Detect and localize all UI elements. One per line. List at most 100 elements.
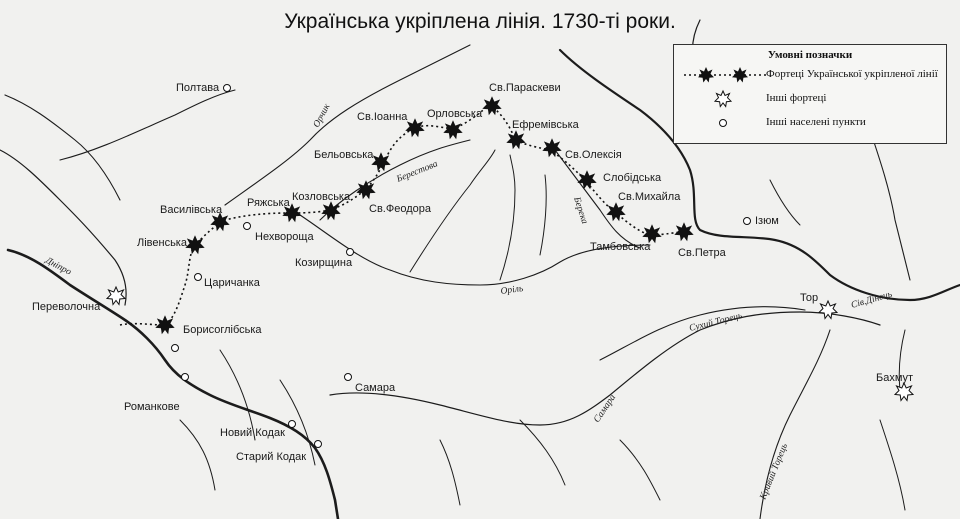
legend-row-other-fortresses: Інші фортеці xyxy=(674,89,946,109)
label-samara: Самара xyxy=(355,382,396,394)
fortress-efremivska-icon[interactable] xyxy=(506,130,526,149)
label-kozyrshchyna: Козирщина xyxy=(295,257,353,269)
label-slobidska: Слобідська xyxy=(603,172,662,184)
settlement-borysohlibsk-area-icon xyxy=(171,344,179,352)
fortress-livenska-icon[interactable] xyxy=(185,235,205,254)
label-vasylivska: Василівська xyxy=(160,204,223,216)
fortress-slobidska-icon[interactable] xyxy=(577,170,597,189)
label-izium: Ізюм xyxy=(755,215,779,227)
river-label-berestova: Берестова xyxy=(394,159,439,185)
label-belovska: Бельовська xyxy=(314,149,374,161)
settlement-kozyrshchyna-icon[interactable] xyxy=(346,248,354,256)
label-kozlovska: Козловська xyxy=(292,191,351,203)
map-title: Українська укріплена лінія. 1730-ті роки… xyxy=(284,10,676,33)
river-right-top xyxy=(869,129,911,281)
fortress-sv-feodora-icon[interactable] xyxy=(356,180,376,199)
river-oril-branch3 xyxy=(539,174,547,256)
river-label-kryvyi-torets: Кривий Торець xyxy=(757,441,790,502)
river-label-siv-donets: Сів.Дінець xyxy=(850,289,894,310)
river-lower-mid xyxy=(439,439,461,506)
river-bereka xyxy=(554,149,641,249)
label-poltava: Полтава xyxy=(176,82,220,94)
settlement-tsarychanka-icon[interactable] xyxy=(194,273,202,281)
settlement-nekhvoroshcha-icon[interactable] xyxy=(243,222,251,230)
label-efremivska: Ефремівська xyxy=(512,119,580,131)
label-borysohlibska: Борисоглібська xyxy=(183,324,262,336)
legend-line-sample xyxy=(684,67,766,83)
label-tsarychanka: Царичанка xyxy=(204,277,261,289)
fortress-borysohlibska-icon[interactable] xyxy=(155,315,175,334)
settlement-izium-icon[interactable] xyxy=(743,217,751,225)
river-right-lower xyxy=(879,419,906,511)
legend-label-other-fortresses: Інші фортеці xyxy=(766,92,827,104)
label-orlovska: Орловська xyxy=(427,108,483,120)
fortress-tor-icon[interactable] xyxy=(818,300,838,319)
river-kryvyi-torets xyxy=(759,329,831,519)
label-livenska: Лівенська xyxy=(137,237,188,249)
river-samara-branch xyxy=(519,419,566,486)
river-berestova xyxy=(319,139,471,221)
label-sv-petra: Св.Петра xyxy=(678,247,727,259)
settlement-staryi-kodak-icon[interactable] xyxy=(314,440,322,448)
fortress-kozlovska-icon[interactable] xyxy=(321,201,341,220)
fortress-belovska-icon[interactable] xyxy=(371,152,391,171)
river-oril xyxy=(299,214,651,286)
label-nekhvoroshcha: Нехвороща xyxy=(255,231,314,243)
label-tor: Тор xyxy=(800,292,818,304)
legend-white-star xyxy=(713,89,733,108)
label-riazhska: Ряжська xyxy=(247,197,291,209)
legend-row-line-fortresses: Фортеці Української укріпленої лінії xyxy=(674,65,946,85)
settlement-samara-icon[interactable] xyxy=(344,373,352,381)
river-label-oril: Оріль xyxy=(500,284,525,297)
label-sv-paraskevy: Св.Параскеви xyxy=(489,82,561,94)
fortress-sv-ioanna-icon[interactable] xyxy=(405,118,425,137)
fortress-sv-mykhaila-icon[interactable] xyxy=(606,202,626,221)
river-label-samara: Самара xyxy=(592,393,618,425)
label-romankove: Романкове xyxy=(124,401,180,413)
legend-label-line-fortresses: Фортеці Української укріпленої лінії xyxy=(766,68,938,80)
legend-circle xyxy=(719,119,727,127)
river-lower-left3 xyxy=(179,419,216,491)
settlement-romankove-icon[interactable] xyxy=(181,373,189,381)
river-to-poltava xyxy=(59,89,236,161)
fortress-sv-paraskevy-icon[interactable] xyxy=(482,96,502,115)
river-siv-donets xyxy=(558,48,960,302)
fortress-tambovska-icon[interactable] xyxy=(642,224,662,243)
label-tambovska: Тамбовська xyxy=(590,241,651,253)
fortress-orlovska-icon[interactable] xyxy=(443,120,463,139)
river-lower-mid2 xyxy=(619,439,661,501)
fortress-sv-oleksiia-icon[interactable] xyxy=(542,138,562,157)
black-star-fortress-icon xyxy=(698,67,714,83)
label-perevolochna: Переволочна xyxy=(32,301,101,313)
legend-label-settlements: Інші населені пункти xyxy=(766,116,866,128)
circle-settlement-icon xyxy=(719,119,727,127)
label-sv-oleksiia: Св.Олексія xyxy=(565,149,622,161)
label-sv-feodora: Св.Феодора xyxy=(369,203,432,215)
fortress-sv-petra-icon[interactable] xyxy=(674,222,694,241)
river-label-bereka: Берека xyxy=(571,195,589,226)
fortress-perevolochna-icon[interactable] xyxy=(106,286,126,305)
river-right-branch xyxy=(769,179,801,226)
river-samara xyxy=(329,311,881,426)
label-novyi-kodak: Новий Кодак xyxy=(220,427,285,439)
label-staryi-kodak: Старий Кодак xyxy=(236,451,306,463)
black-star-fortress-icon-2 xyxy=(732,67,748,83)
settlement-poltava-icon[interactable] xyxy=(223,84,231,92)
fortress-bakhmut-icon[interactable] xyxy=(894,382,914,401)
label-sv-ioanna: Св.Іоанна xyxy=(357,111,408,123)
river-label-orchyk: Орчик xyxy=(312,102,333,129)
river-lower-left2 xyxy=(219,349,256,441)
legend-row-settlements: Інші населені пункти xyxy=(674,113,946,133)
river-label-sukhyi-torets: Сухий Торець xyxy=(688,310,744,334)
river-sukhyi-torets xyxy=(599,306,806,361)
settlement-novyi-kodak-icon[interactable] xyxy=(288,420,296,428)
river-lower-left1 xyxy=(279,379,316,466)
river-label-dnipro: Дніпро xyxy=(43,255,73,277)
legend: Умовні позначки Фортеці Української укрі… xyxy=(673,44,947,144)
white-star-fortress-icon xyxy=(713,89,733,108)
label-sv-mykhaila: Св.Михайла xyxy=(618,191,681,203)
legend-title: Умовні позначки xyxy=(767,49,853,61)
river-orchyk xyxy=(224,44,471,206)
